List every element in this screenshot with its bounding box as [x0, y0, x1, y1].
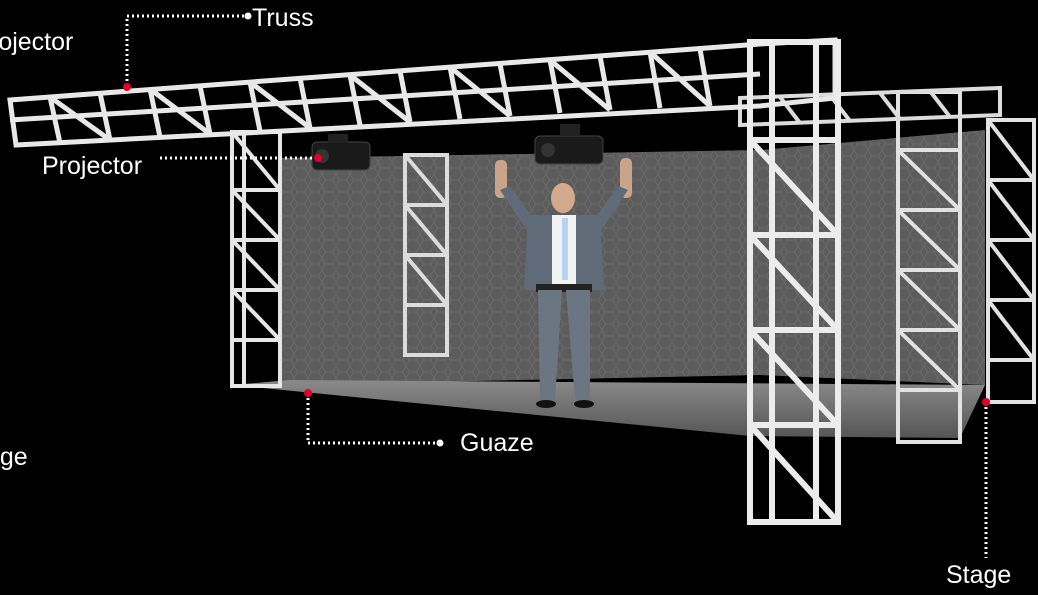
- projector-label-cropped: rojector: [0, 30, 73, 55]
- truss-leader: [127, 16, 248, 86]
- gauze-screen: [280, 130, 985, 385]
- stage-marker: [982, 398, 990, 406]
- top-truss-beam: [10, 40, 835, 145]
- projector-left-icon: [312, 134, 370, 170]
- guaze-label: Guaze: [460, 431, 534, 456]
- projector-right-icon: [535, 124, 603, 164]
- projector-marker: [314, 154, 322, 162]
- truss-label: Truss: [252, 6, 314, 31]
- stage-label-cropped: age: [0, 445, 28, 470]
- left-truss-tower: [232, 132, 280, 386]
- stage-floor: [232, 380, 985, 438]
- stage-label: Stage: [946, 563, 1011, 588]
- truss-marker: [123, 83, 131, 91]
- guaze-marker: [304, 389, 312, 397]
- projector-label: Projector: [42, 154, 142, 179]
